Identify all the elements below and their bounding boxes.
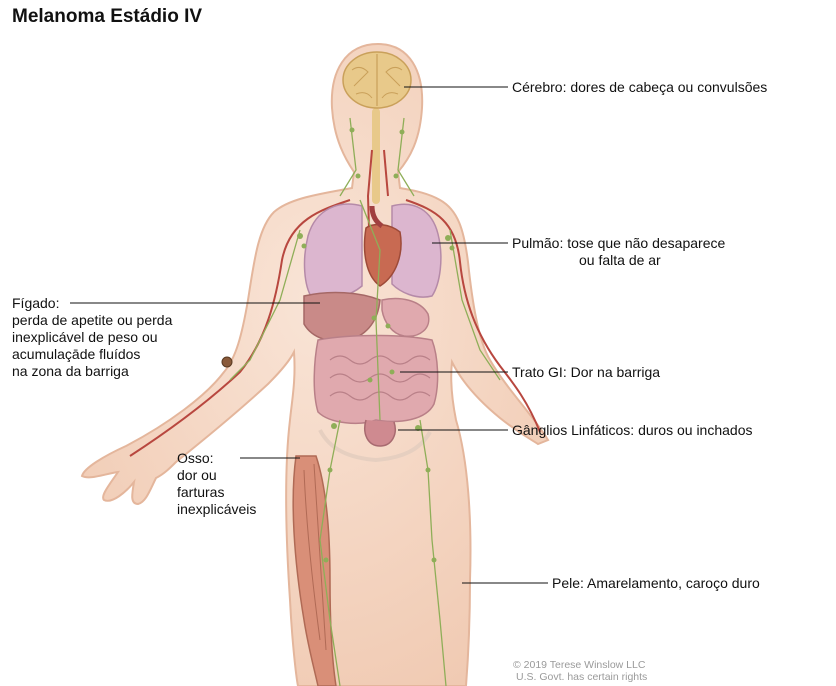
liver-label-line2: perda de apetite ou perda	[12, 312, 172, 329]
liver-label-line4: acumulaçāde fluídos	[12, 346, 140, 363]
brain-organ	[343, 52, 411, 108]
gi-label: Trato GI: Dor na barriga	[512, 364, 660, 381]
liver-label-line5: na zona da barriga	[12, 363, 129, 380]
bone-label-line1: Osso:	[177, 450, 214, 467]
credit-line2: U.S. Govt. has certain rights	[513, 671, 647, 683]
bone-label-line3: farturas	[177, 484, 224, 501]
lung-label-line1: Pulmão: tose que não desaparece	[512, 235, 725, 252]
skin-lesion	[222, 357, 232, 367]
lymph-label: Gânglios Linfáticos: duros ou inchados	[512, 422, 752, 439]
credit-line1: © 2019 Terese Winslow LLC	[513, 659, 647, 671]
page-title: Melanoma Estádio IV	[12, 6, 202, 28]
copyright-credit: © 2019 Terese Winslow LLC U.S. Govt. has…	[513, 659, 647, 683]
bone-label-line4: inexplicáveis	[177, 501, 256, 518]
lung-label-line2: ou falta de ar	[579, 252, 661, 269]
brain-label: Cérebro: dores de cabeça ou convulsões	[512, 79, 767, 96]
skin-label: Pele: Amarelamento, caroço duro	[552, 575, 760, 592]
liver-label-line3: inexplicável de peso ou	[12, 329, 158, 346]
liver-label-line1: Fígado:	[12, 295, 59, 312]
bone-label-line2: dor ou	[177, 467, 217, 484]
